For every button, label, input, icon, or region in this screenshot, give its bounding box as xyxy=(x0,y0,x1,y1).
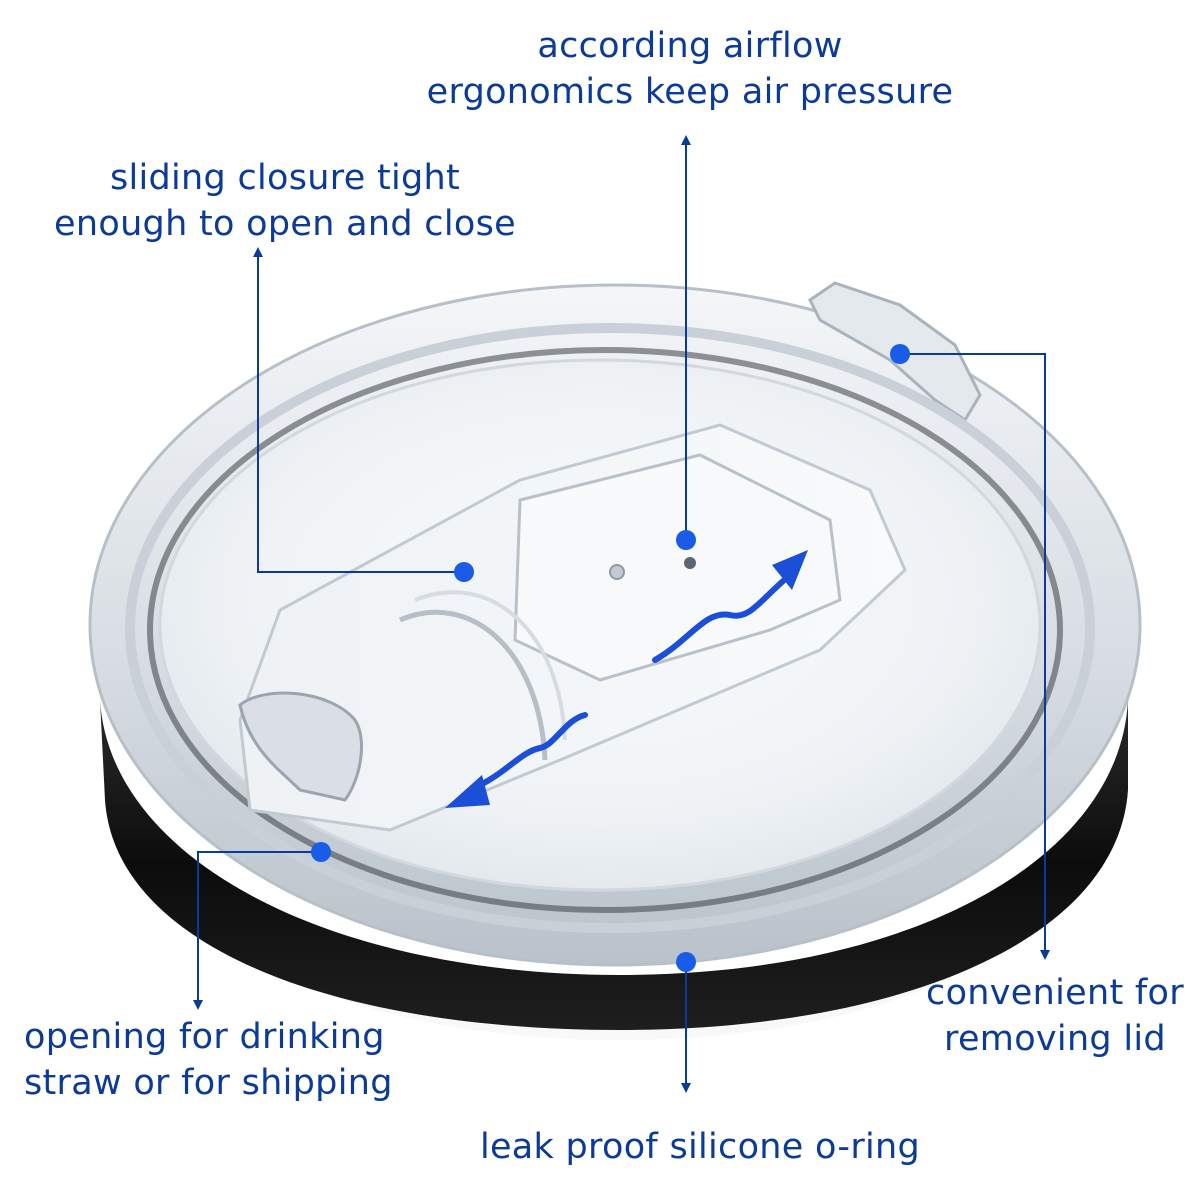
flow-arrowhead-down xyxy=(445,775,490,808)
marker-dot-sliding xyxy=(454,562,474,582)
flow-arrow-down xyxy=(467,712,588,793)
annotation-oring-line1: leak proof silicone o-ring xyxy=(479,1127,921,1167)
annotation-opening-line2: straw or for shipping xyxy=(24,1063,393,1103)
lid-inner-ring-dark xyxy=(147,347,1063,913)
annotation-airflow-line1: according airflow xyxy=(537,26,843,66)
silicone-oring xyxy=(100,700,1128,1030)
drinking-opening xyxy=(238,691,363,802)
slider-block xyxy=(513,453,842,682)
annotation-opening: opening for drinking straw or for shippi… xyxy=(10,1014,419,1106)
marker-dot-opening xyxy=(311,842,331,862)
flow-arrowhead-up xyxy=(772,550,808,590)
annotation-removing-line1: convenient for xyxy=(926,973,1184,1013)
marker-dot-airflow xyxy=(676,530,696,550)
annotation-removing: convenient for removing lid xyxy=(905,970,1200,1062)
slider-grip-ridge xyxy=(414,590,567,741)
annotation-removing-line2: removing lid xyxy=(944,1019,1166,1059)
annotation-airflow: according airflow ergonomics keep air pr… xyxy=(420,23,960,115)
annotation-sliding-line2: enough to open and close xyxy=(54,204,516,244)
air-hole xyxy=(609,564,625,580)
annotation-opening-line1: opening for drinking xyxy=(24,1017,385,1057)
flow-arrow-up xyxy=(652,572,793,663)
annotation-sliding: sliding closure tight enough to open and… xyxy=(40,155,530,247)
air-hole xyxy=(684,557,696,569)
annotation-sliding-line1: sliding closure tight xyxy=(109,158,461,198)
slider-grip-ridge xyxy=(399,609,548,761)
leader-removing xyxy=(900,353,1050,960)
leader-opening xyxy=(193,851,321,1010)
annotation-oring: leak proof silicone o-ring xyxy=(440,1124,960,1170)
lid-inner-ring xyxy=(125,323,1095,933)
marker-dot-removing xyxy=(890,344,910,364)
marker-dot-oring xyxy=(676,952,696,972)
annotation-airflow-line2: ergonomics keep air pressure xyxy=(426,72,954,112)
leader-sliding xyxy=(253,247,463,573)
